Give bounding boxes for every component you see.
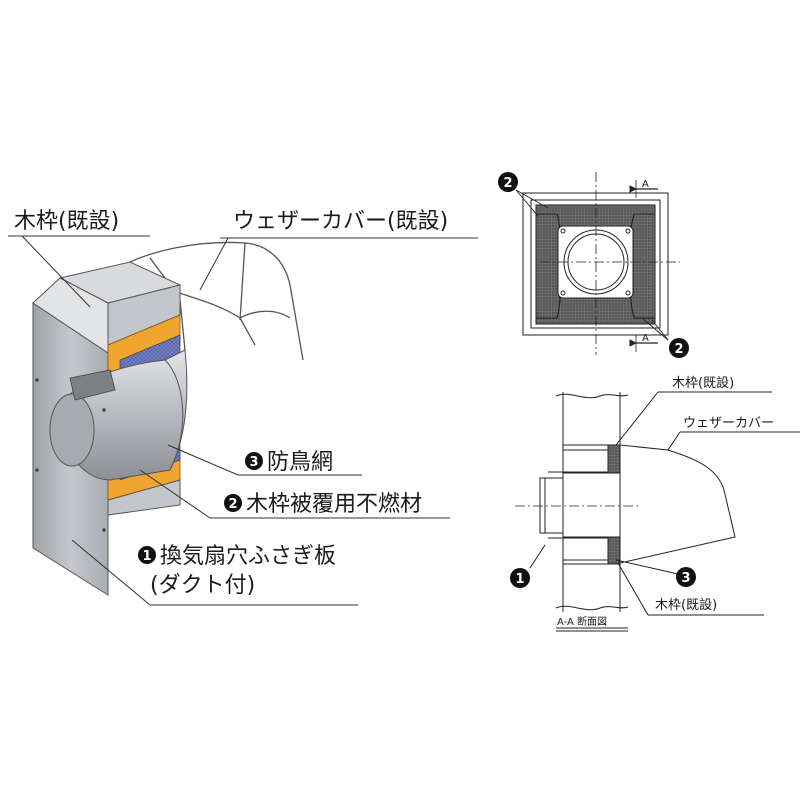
section-mark-top: A	[642, 179, 649, 190]
label-wood-frame: 木枠(既設)	[14, 209, 119, 234]
illustration-3d	[32, 241, 304, 596]
svg-text:1: 1	[515, 572, 524, 587]
marker-2	[224, 494, 242, 512]
section-view	[515, 391, 800, 632]
svg-text:3: 3	[681, 571, 690, 586]
duct	[49, 349, 188, 481]
marker-1	[138, 546, 156, 564]
section-label-weather-cover: ウェザーカバー	[683, 416, 774, 431]
front-marker-2-bottom	[669, 338, 689, 358]
svg-text:2: 2	[674, 342, 683, 357]
label-closing-plate-sub: (ダクト付)	[150, 573, 255, 598]
svg-text:3: 3	[249, 455, 258, 470]
label-insulation: 木枠被覆用不燃材	[246, 492, 422, 517]
left-labels: 木枠(既設) ウェザーカバー(既設) 3 防鳥網 2 木枠被覆用不燃材 1 換気…	[8, 209, 478, 606]
label-bird-net: 防鳥網	[267, 450, 333, 475]
marker-3	[245, 452, 263, 470]
section-caption: A-A 断面図	[557, 615, 607, 628]
label-closing-plate: 換気扇穴ふさぎ板	[160, 544, 336, 569]
label-weather-cover: ウェザーカバー(既設)	[233, 209, 448, 234]
section-label-frame-bottom: 木枠(既設)	[655, 597, 717, 613]
section-label-frame-top: 木枠(既設)	[672, 375, 734, 391]
front-view	[515, 172, 680, 355]
svg-text:2: 2	[228, 497, 237, 512]
front-marker-2-top	[498, 172, 518, 192]
svg-text:2: 2	[503, 176, 512, 191]
svg-text:1: 1	[142, 549, 151, 564]
section-marker-1	[510, 568, 530, 588]
section-marker-3	[676, 567, 696, 587]
section-mark-bottom: A	[642, 333, 649, 344]
